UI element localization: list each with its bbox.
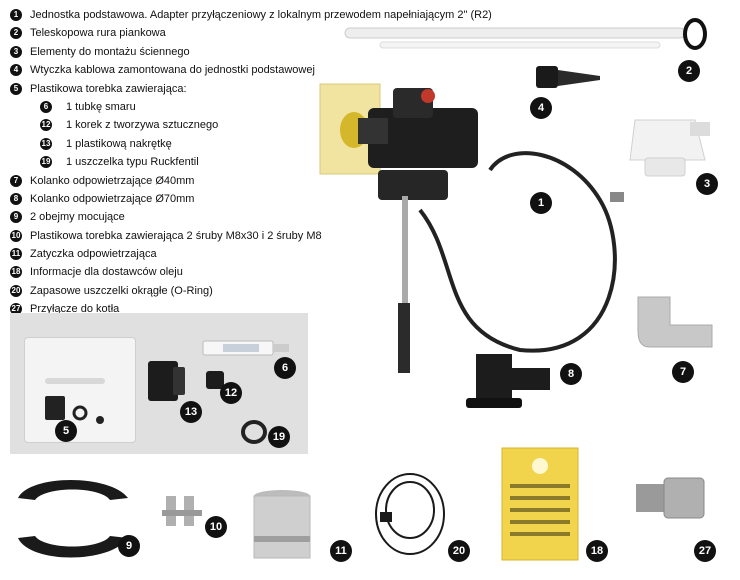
- legend-label: 1 uszczelka typu Ruckfentil: [66, 156, 199, 169]
- boiler-connector-image: [636, 477, 705, 519]
- callout-27: 27: [694, 540, 716, 562]
- vent-elbow-40-image: [637, 296, 713, 348]
- telescopic-foam-tube-image: [344, 18, 707, 50]
- check-valve-seal-image: [241, 420, 267, 444]
- legend-item: 7 Kolanko odpowietrzające Ø40mm: [10, 172, 340, 190]
- vent-elbow-70-image: [466, 354, 550, 408]
- mounting-clamps-image: [18, 480, 128, 558]
- callout-12: 12: [220, 382, 242, 404]
- legend-item: 13 1 plastikową nakrętkę: [10, 135, 340, 153]
- parts-legend: 1 Jednostka podstawowa. Adapter przyłącze…: [10, 6, 492, 319]
- legend-item: 20 Zapasowe uszczelki okrągłe (O-Ring): [10, 282, 340, 300]
- legend-label: Zatyczka odpowietrzająca: [30, 248, 157, 261]
- number-badge: 4: [10, 64, 22, 77]
- number-badge: 6: [40, 100, 52, 113]
- callout-10: 10: [205, 516, 227, 538]
- legend-item: 6 1 tubkę smaru: [10, 98, 340, 116]
- legend-item: 11 Zatyczka odpowietrzająca: [10, 245, 340, 263]
- oil-supplier-info-label-image: [501, 447, 579, 561]
- legend-item: 18 Informacje dla dostawców oleju: [10, 263, 340, 281]
- callout-11: 11: [330, 540, 352, 562]
- legend-label: 1 korek z tworzywa sztucznego: [66, 119, 219, 132]
- legend-item: 19 1 uszczelka typu Ruckfentil: [10, 153, 340, 171]
- number-badge: 27: [10, 303, 22, 316]
- legend-label: 1 plastikową nakrętkę: [66, 137, 172, 150]
- number-badge: 8: [10, 192, 22, 205]
- callout-3: 3: [696, 173, 718, 195]
- plastic-bag-image: [24, 337, 136, 443]
- callout-20: 20: [448, 540, 470, 562]
- cable-plug-image: [536, 66, 600, 88]
- callout-13: 13: [180, 401, 202, 423]
- legend-label: Wtyczka kablowa zamontowana do jednostki…: [30, 64, 315, 77]
- o-rings-image: [375, 473, 445, 555]
- callout-8: 8: [560, 363, 582, 385]
- legend-item: 10 Plastikowa torebka zawierająca 2 śruby…: [10, 227, 340, 245]
- legend-item: 3 Elementy do montażu ściennego: [10, 43, 340, 61]
- legend-item: 1 Jednostka podstawowa. Adapter przyłącze…: [10, 6, 492, 24]
- legend-item: 4 Wtyczka kablowa zamontowana do jednostk…: [10, 61, 340, 79]
- legend-label: Przyłącze do kotła: [30, 303, 120, 316]
- legend-label: Informacje dla dostawców oleju: [30, 266, 183, 279]
- legend-label: 1 tubkę smaru: [66, 100, 136, 113]
- number-badge: 13: [40, 137, 52, 150]
- legend-item: 5 Plastikowa torebka zawierająca:: [10, 80, 340, 98]
- legend-item: 12 1 korek z tworzywa sztucznego: [10, 116, 340, 134]
- number-badge: 7: [10, 174, 22, 187]
- callout-4: 4: [530, 97, 552, 119]
- cable-image: [418, 151, 624, 353]
- legend-label: Kolanko odpowietrzające Ø70mm: [30, 192, 195, 205]
- number-badge: 5: [10, 82, 22, 95]
- number-badge: 11: [10, 248, 22, 261]
- wall-mount-image: [629, 119, 710, 177]
- legend-label: Jednostka podstawowa. Adapter przyłączen…: [30, 9, 492, 21]
- number-badge: 2: [10, 27, 22, 40]
- number-badge: 20: [10, 284, 22, 297]
- callout-2: 2: [678, 60, 700, 82]
- number-badge: 9: [10, 211, 22, 224]
- callout-1: 1: [530, 192, 552, 214]
- callout-7: 7: [672, 361, 694, 383]
- vent-cap-image: [253, 490, 311, 559]
- number-badge: 18: [10, 266, 22, 279]
- plastic-plug-image: [206, 371, 224, 389]
- legend-label: Elementy do montażu ściennego: [30, 45, 190, 58]
- legend-item: 2 Teleskopowa rura piankowa: [10, 24, 340, 42]
- callout-6: 6: [274, 357, 296, 379]
- number-badge: 1: [10, 9, 22, 21]
- legend-label: Teleskopowa rura piankowa: [30, 27, 166, 40]
- grease-tube-image: [202, 340, 289, 356]
- number-badge: 12: [40, 119, 52, 132]
- number-badge: 10: [10, 229, 22, 242]
- legend-item: 8 Kolanko odpowietrzające Ø70mm: [10, 190, 340, 208]
- legend-label: Zapasowe uszczelki okrągłe (O-Ring): [30, 284, 213, 297]
- number-badge: 19: [40, 156, 52, 169]
- plastic-nut-image: [148, 361, 185, 401]
- legend-item: 27 Przyłącze do kotła: [10, 300, 340, 318]
- callout-18: 18: [586, 540, 608, 562]
- callout-19: 19: [268, 426, 290, 448]
- screws-image: [162, 496, 202, 526]
- legend-label: Kolanko odpowietrzające Ø40mm: [30, 174, 195, 187]
- legend-item: 9 2 obejmy mocujące: [10, 208, 340, 226]
- legend-label: Plastikowa torebka zawierająca:: [30, 82, 187, 95]
- legend-label: Plastikowa torebka zawierająca 2 śruby M…: [30, 229, 322, 242]
- callout-9: 9: [118, 535, 140, 557]
- callout-5: 5: [55, 420, 77, 442]
- legend-label: 2 obejmy mocujące: [30, 211, 125, 224]
- base-unit-image: [319, 83, 478, 373]
- number-badge: 3: [10, 45, 22, 58]
